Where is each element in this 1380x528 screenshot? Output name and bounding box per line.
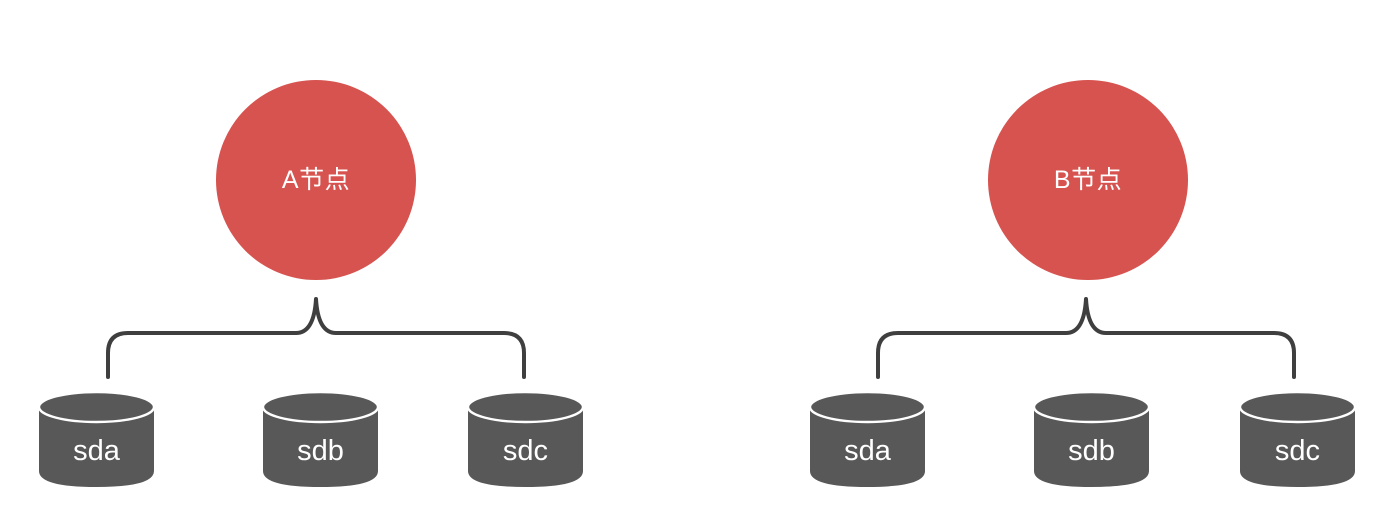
disk-label: sdb (297, 435, 344, 467)
brace-b-svg (876, 297, 1296, 379)
disk-body (1034, 407, 1149, 487)
node-label-a: A节点 (281, 165, 351, 194)
disk-label: sdc (502, 435, 549, 467)
disk-cylinder[interactable]: sdc (1239, 390, 1356, 488)
disk-label: sda (73, 435, 120, 467)
disk-label: sdb (1068, 435, 1115, 467)
disk-body (39, 407, 154, 487)
node-circle-a[interactable]: A节点 (216, 80, 416, 280)
disk-shape (1239, 390, 1356, 487)
disk-cylinder[interactable]: sda (809, 390, 926, 488)
disk-shape (1033, 390, 1150, 487)
disk-top-ellipse (809, 390, 926, 424)
disk-body (263, 407, 378, 487)
node-label-b: B节点 (1053, 165, 1123, 194)
disk-body (810, 407, 925, 487)
disk-top-ellipse (38, 390, 155, 424)
disk-top-ellipse (262, 390, 379, 424)
brace-b-path (876, 297, 1296, 379)
disk-cylinder[interactable]: sdc (467, 390, 584, 488)
disk-body (1240, 407, 1355, 487)
disk-shape (809, 390, 926, 487)
disk-top-ellipse (1239, 390, 1356, 424)
brace-connector-b (866, 295, 1306, 379)
disk-shape (262, 390, 379, 487)
disk-cylinder[interactable]: sdb (1033, 390, 1150, 488)
brace-connector-a (96, 295, 536, 379)
brace-a-svg (106, 297, 526, 379)
disk-shape (38, 390, 155, 487)
node-circle-b[interactable]: B节点 (988, 80, 1188, 280)
disk-label: sda (844, 435, 891, 467)
disk-top-ellipse (1033, 390, 1150, 424)
disk-label: sdc (1274, 435, 1321, 467)
disk-cylinder[interactable]: sda (38, 390, 155, 488)
brace-a-path (106, 297, 526, 379)
disk-shape (467, 390, 584, 487)
disk-body (468, 407, 583, 487)
disk-cylinder[interactable]: sdb (262, 390, 379, 488)
disk-top-ellipse (467, 390, 584, 424)
